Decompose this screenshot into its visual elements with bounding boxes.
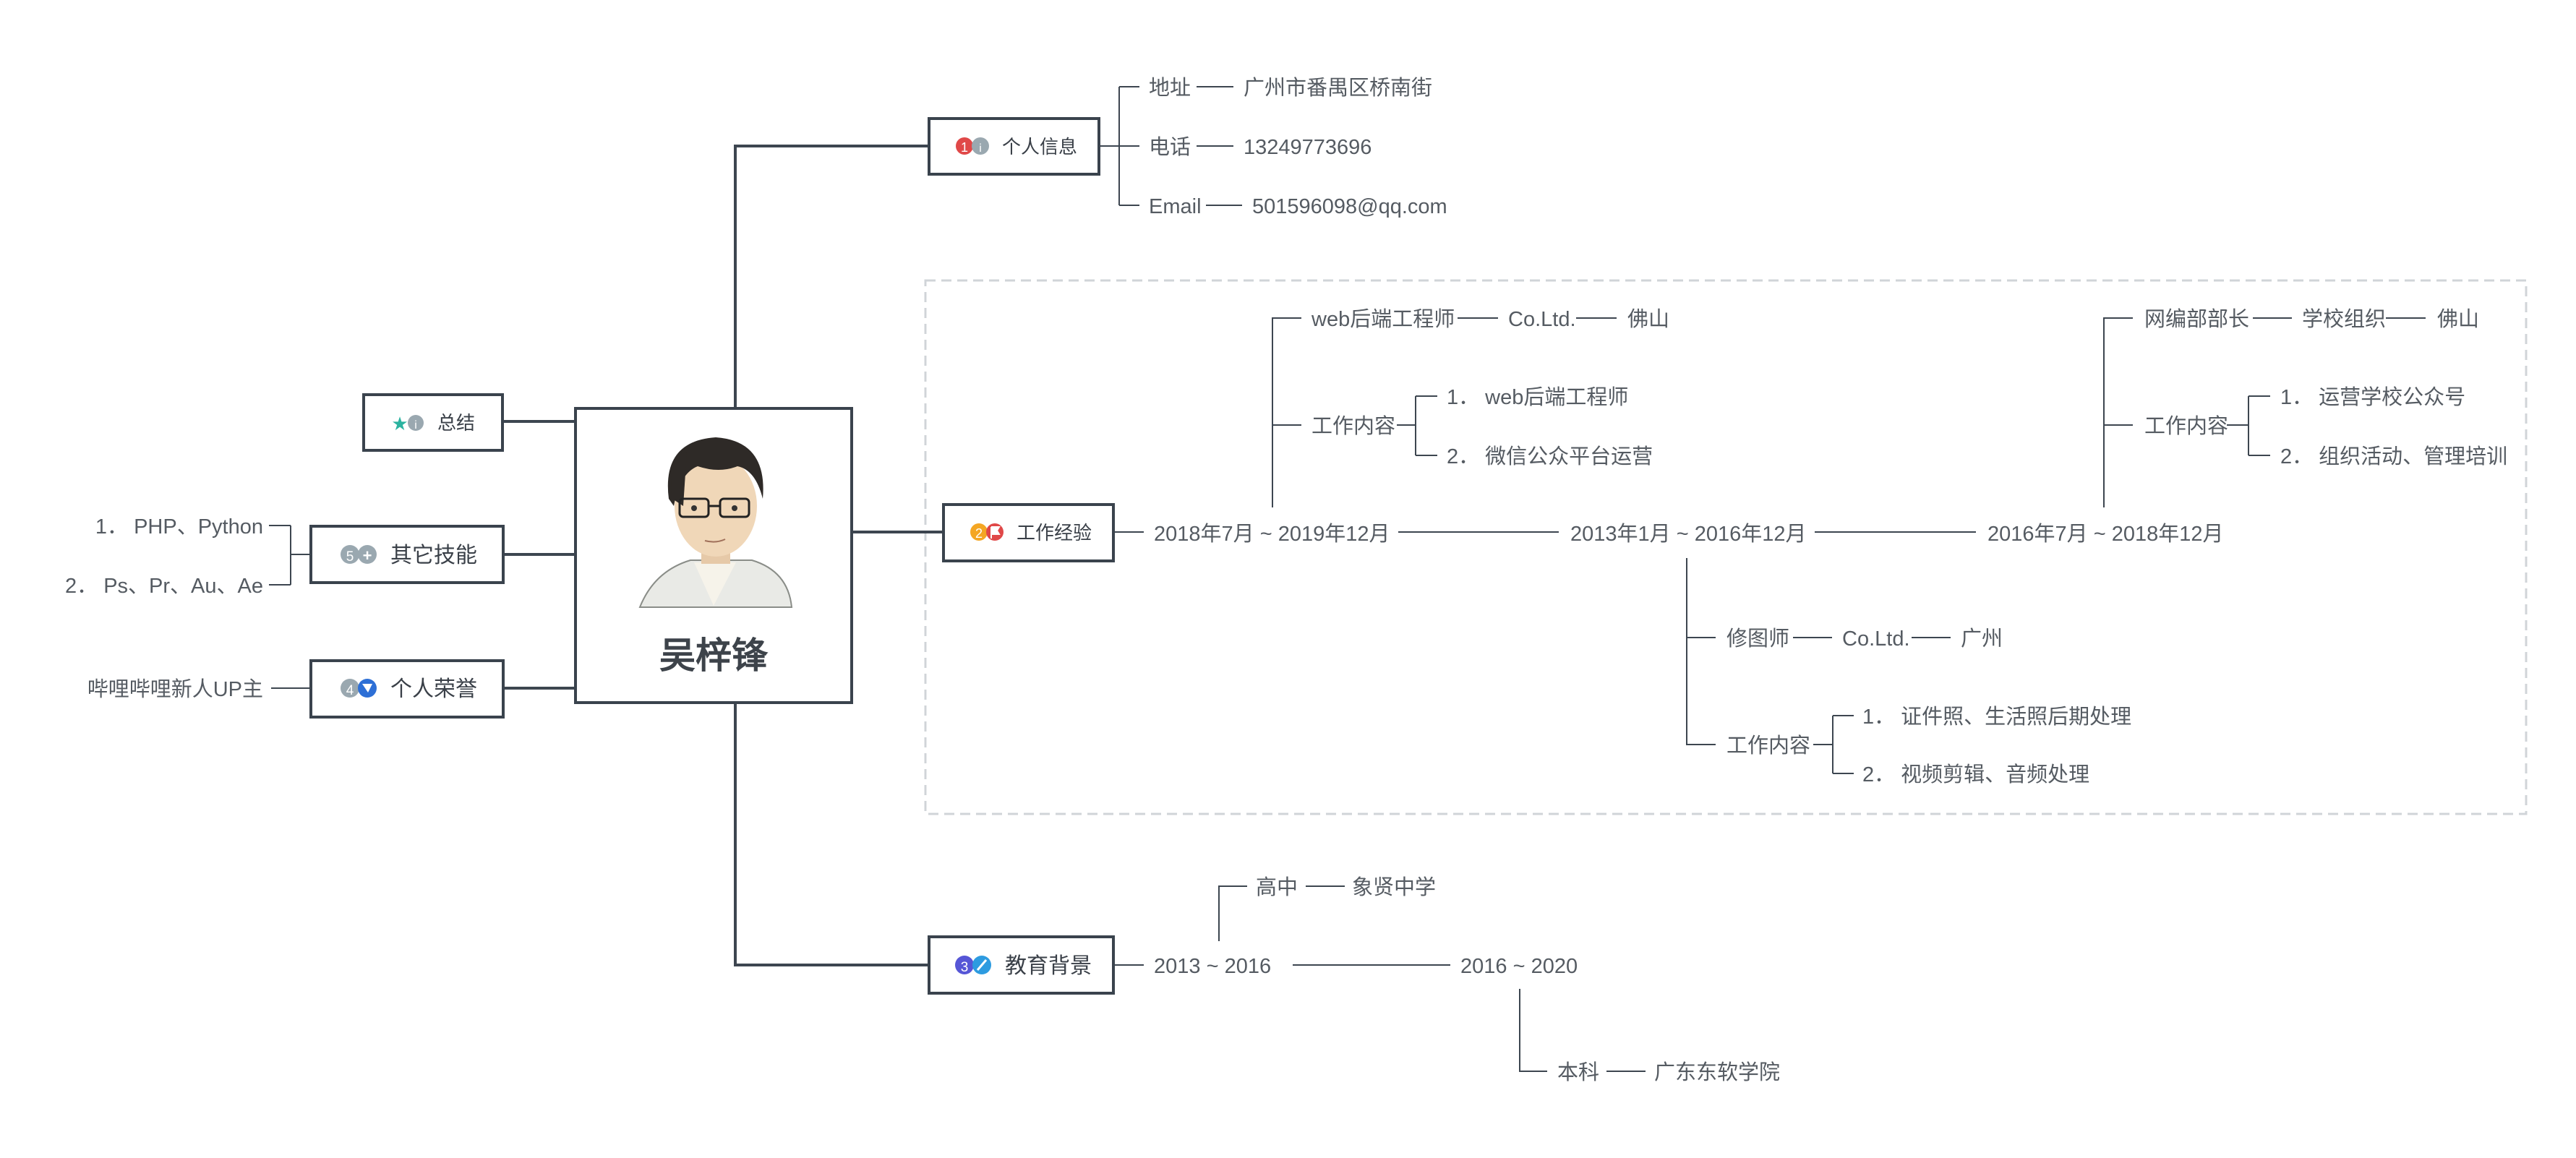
job2-company: Co.Ltd. bbox=[1842, 627, 1910, 651]
address-value: 广州市番禺区桥南街 bbox=[1244, 76, 1432, 100]
job1-title: web后端工程师 bbox=[1311, 307, 1455, 331]
edu-stage2-school: 广东东软学院 bbox=[1654, 1060, 1780, 1084]
svg-text:i: i bbox=[979, 142, 982, 155]
job3-title: 网编部部长 bbox=[2144, 307, 2249, 331]
info-icon bbox=[408, 415, 424, 431]
edu-stage1-school: 象贤中学 bbox=[1352, 875, 1436, 899]
info-icon bbox=[972, 137, 989, 155]
job3-content-label: 工作内容 bbox=[2144, 414, 2228, 438]
personal-info-label: 个人信息 bbox=[1002, 136, 1077, 158]
honors-label: 个人荣誉 bbox=[390, 677, 477, 701]
email-key: Email bbox=[1149, 195, 1202, 218]
job3-item-2: 2． 组织活动、管理培训 bbox=[2280, 445, 2507, 468]
address-key: 地址 bbox=[1149, 76, 1191, 100]
branch-honors[interactable]: 4 个人荣誉 bbox=[309, 659, 505, 719]
edu-stage2-period: 2016 ~ 2020 bbox=[1460, 955, 1578, 978]
job2-item-1: 1． 证件照、生活照后期处理 bbox=[1862, 705, 2131, 729]
svg-text:3: 3 bbox=[961, 960, 969, 975]
job3-period: 2016年7月 ~ 2018年12月 bbox=[1987, 522, 2223, 546]
svg-text:4: 4 bbox=[346, 683, 354, 698]
job1-item-1: 1． web后端工程师 bbox=[1447, 385, 1628, 409]
job3-city: 佛山 bbox=[2437, 307, 2479, 331]
phone-value: 13249773696 bbox=[1244, 136, 1372, 159]
root-name: 吴梓锋 bbox=[659, 635, 769, 676]
svg-text:1: 1 bbox=[961, 140, 968, 155]
star-icon: ★ bbox=[391, 413, 408, 434]
avatar bbox=[638, 437, 793, 608]
job1-company: Co.Ltd. bbox=[1508, 308, 1576, 331]
job2-content-label: 工作内容 bbox=[1726, 734, 1810, 758]
job2-item-2: 2． 视频剪辑、音频处理 bbox=[1862, 763, 2089, 786]
summary-label: 总结 bbox=[437, 412, 475, 434]
skill-item-1: 1． PHP、Python bbox=[95, 515, 263, 539]
work-experience-label: 工作经验 bbox=[1017, 522, 1092, 544]
number-4-badge bbox=[341, 679, 359, 698]
job1-city: 佛山 bbox=[1627, 307, 1669, 331]
plus-icon bbox=[358, 545, 377, 564]
job3-company: 学校组织 bbox=[2302, 307, 2386, 331]
branch-work-experience[interactable]: 2 工作经验 bbox=[942, 503, 1115, 562]
number-2-badge bbox=[970, 523, 988, 541]
job3-item-1: 1． 运营学校公众号 bbox=[2280, 385, 2465, 409]
email-value: 501596098@qq.com bbox=[1252, 195, 1447, 218]
branch-education[interactable]: 3 教育背景 bbox=[928, 935, 1115, 995]
education-label: 教育背景 bbox=[1005, 954, 1092, 978]
branch-skills[interactable]: 5 + 其它技能 bbox=[309, 525, 505, 584]
job1-item-2: 2． 微信公众平台运营 bbox=[1447, 445, 1653, 468]
svg-text:i: i bbox=[414, 419, 417, 432]
svg-text:2: 2 bbox=[975, 526, 983, 541]
honor-item-1: 哔哩哔哩新人UP主 bbox=[87, 677, 263, 701]
skills-label: 其它技能 bbox=[390, 544, 477, 567]
svg-text:5: 5 bbox=[346, 549, 354, 565]
job2-title: 修图师 bbox=[1726, 627, 1789, 651]
svg-text:+: + bbox=[363, 546, 372, 565]
edu-stage1-level: 高中 bbox=[1256, 875, 1298, 899]
skill-item-2: 2． Ps、Pr、Au、Ae bbox=[65, 575, 263, 598]
job1-content-label: 工作内容 bbox=[1311, 414, 1395, 438]
work-group-frame bbox=[924, 279, 2528, 815]
branch-personal-info[interactable]: 1 i 个人信息 bbox=[928, 117, 1100, 176]
phone-key: 电话 bbox=[1149, 135, 1191, 159]
connectors bbox=[503, 145, 943, 966]
root-node[interactable]: 吴梓锋 bbox=[574, 407, 853, 704]
job2-city: 广州 bbox=[1961, 627, 2003, 651]
job1-period: 2018年7月 ~ 2019年12月 bbox=[1154, 522, 1390, 546]
edu-stage1-period: 2013 ~ 2016 bbox=[1154, 955, 1271, 978]
number-5-badge bbox=[341, 545, 359, 564]
branch-summary[interactable]: ★ i 总结 bbox=[362, 393, 504, 452]
job2-period: 2013年1月 ~ 2016年12月 bbox=[1570, 522, 1806, 546]
sub-connectors bbox=[269, 86, 2426, 1072]
number-3-badge bbox=[955, 956, 974, 974]
number-1-badge bbox=[956, 137, 973, 155]
edu-stage2-level: 本科 bbox=[1557, 1060, 1599, 1084]
